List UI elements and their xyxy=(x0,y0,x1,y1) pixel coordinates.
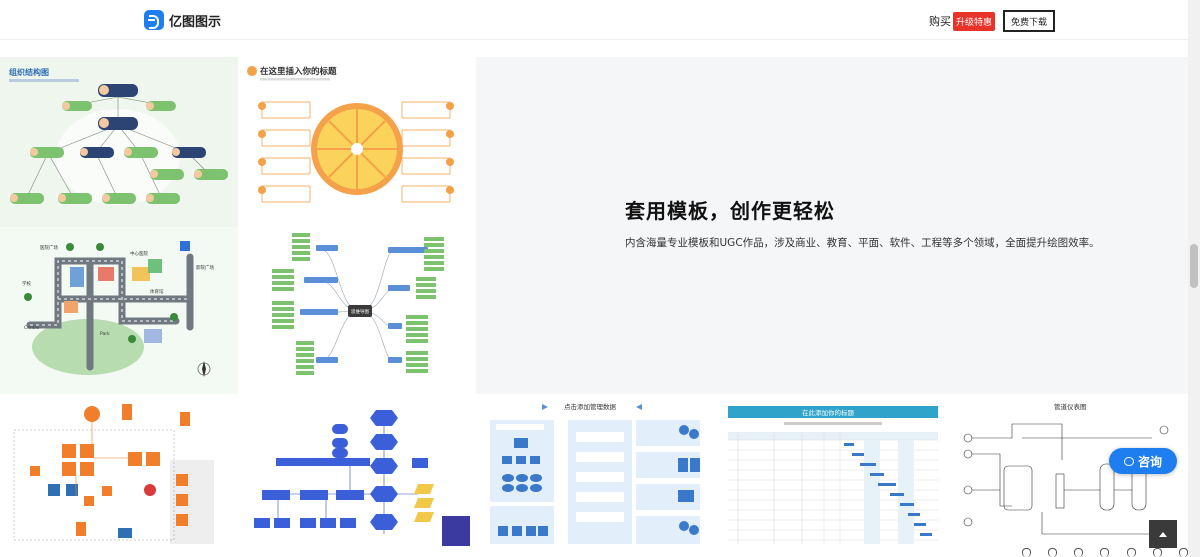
orange-template-title: 在这里插入你的标题 xyxy=(260,66,337,77)
hero-section: 套用模板，创作更轻松 内含海量专业模板和UGC作品，涉及商业、教育、平面、软件、… xyxy=(476,57,1188,394)
gantt-chart-thumbnail: 在此添加你的标题 xyxy=(728,406,938,544)
org-chart-title: 组织结构图 xyxy=(9,67,49,77)
map-label: 影院广场 xyxy=(196,264,214,271)
hero-title: 套用模板，创作更轻松 xyxy=(625,199,835,223)
gantt-title: 在此添加你的标题 xyxy=(802,408,855,417)
map-label: Park xyxy=(100,331,110,337)
user-icon[interactable] xyxy=(1178,548,1188,557)
map-label: 医院广场 xyxy=(40,244,58,251)
mindmap-thumbnail: 思维导图 xyxy=(272,233,444,375)
orange-infographic-thumbnail: 在这里插入你的标题 xyxy=(247,66,454,203)
consult-label: 咨询 xyxy=(1137,454,1162,469)
upgrade-badge[interactable]: 升级特惠 xyxy=(953,11,996,31)
shield-icon[interactable] xyxy=(1126,548,1136,557)
data-mgmt-title: 点击添加管理数据 xyxy=(564,402,617,411)
consult-button[interactable]: 咨询 xyxy=(1109,448,1177,474)
data-management-thumbnail: 点击添加管理数据 xyxy=(490,402,700,544)
logo[interactable]: 亿图图示 xyxy=(144,10,221,30)
buy-link[interactable]: 购买 xyxy=(929,15,951,28)
city-map-thumbnail: 医院广场 中心医院 影院广场 体育馆 学校 Centre Park xyxy=(22,241,214,377)
top-header: 亿图图示 购买 升级特惠 免费下载 xyxy=(0,0,1188,40)
hero-description: 内含海量专业模板和UGC作品，涉及商业、教育、平面、软件、工程等多个领域，全面提… xyxy=(625,237,1100,249)
chat-icon[interactable] xyxy=(1152,548,1162,557)
piping-diagram-thumbnail: 管道仪表图 xyxy=(963,402,1172,535)
page-scrollbar[interactable] xyxy=(1188,0,1200,557)
cloud-icon[interactable] xyxy=(1074,548,1084,557)
flowchart-thumbnail xyxy=(254,410,470,546)
bottom-icon-row xyxy=(1022,548,1188,557)
back-to-top-button[interactable] xyxy=(1149,520,1177,548)
map-label: 体育馆 xyxy=(150,288,164,295)
template-tile-gantt-chart[interactable]: 在此添加你的标题 xyxy=(714,394,952,547)
mindmap-center-label: 思维导图 xyxy=(351,308,369,315)
map-label: Centre xyxy=(24,325,39,331)
template-tile-orange-infographic[interactable]: 在这里插入你的标题 xyxy=(238,57,476,227)
template-tile-data-management[interactable]: 点击添加管理数据 xyxy=(476,394,714,547)
template-tile-city-map[interactable]: 医院广场 中心医院 影院广场 体育馆 学校 Centre Park xyxy=(0,227,238,394)
bag-icon[interactable] xyxy=(1100,548,1110,557)
template-tile-mindmap[interactable]: 思维导图 xyxy=(238,227,476,394)
tool-icon[interactable] xyxy=(1048,548,1058,557)
org-chart-thumbnail: 组织结构图 xyxy=(9,67,228,205)
chat-bubble-icon xyxy=(1123,456,1134,466)
map-label: 学校 xyxy=(22,280,31,287)
template-tile-org-chart[interactable]: 组织结构图 xyxy=(0,57,238,227)
download-button[interactable]: 免费下载 xyxy=(1003,10,1056,32)
template-tile-flowchart[interactable] xyxy=(238,394,476,547)
template-tile-cloud-architecture[interactable] xyxy=(0,394,238,547)
map-label: 中心医院 xyxy=(130,250,148,257)
logo-text: 亿图图示 xyxy=(169,14,222,30)
scroll-thumb[interactable] xyxy=(1190,244,1198,288)
header-actions: 购买 升级特惠 免费下载 xyxy=(929,10,1056,32)
cloud-architecture-thumbnail xyxy=(13,404,214,544)
edraw-logo-icon xyxy=(144,10,164,30)
piping-title: 管道仪表图 xyxy=(1054,402,1087,411)
rocket-icon[interactable] xyxy=(1022,548,1031,557)
